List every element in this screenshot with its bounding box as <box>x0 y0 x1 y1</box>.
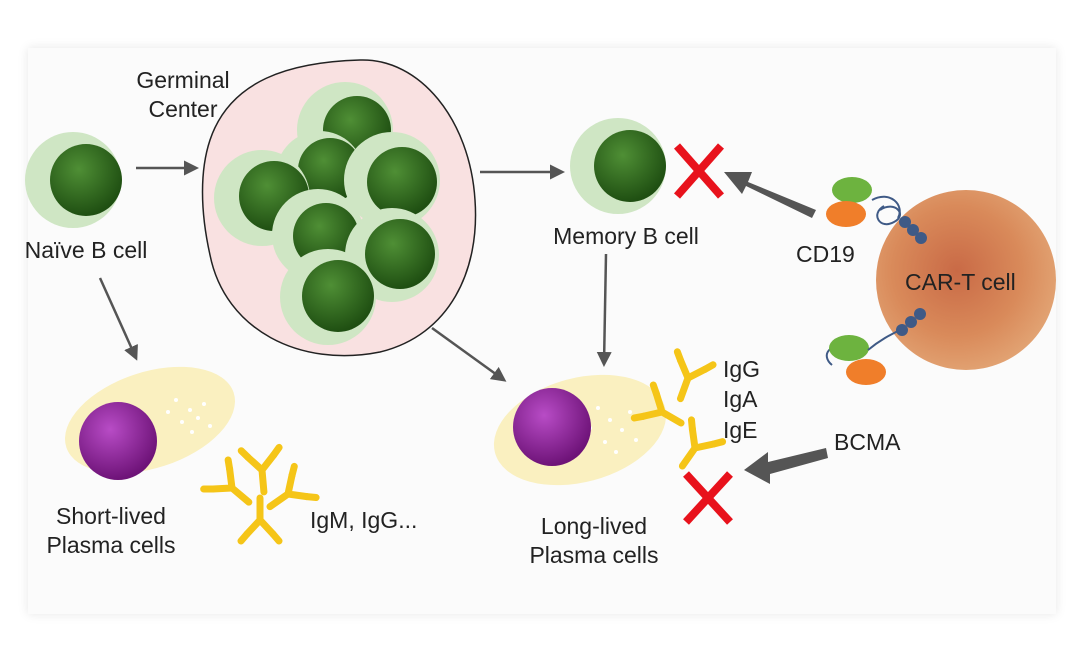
car-t-cell-label: CAR-T cell <box>905 269 1016 295</box>
bcma-label: BCMA <box>834 429 901 455</box>
short-lived-plasma-cell <box>65 366 235 480</box>
igg-label: IgG <box>723 356 761 382</box>
arrow-memory-to-long-lived <box>596 253 612 367</box>
arrow-car-t-to-long-lived <box>744 448 828 484</box>
memory-b-cell-label: Memory B cell <box>553 223 699 249</box>
ige-label: IgE <box>723 417 758 443</box>
car-receptor-lower <box>825 308 926 385</box>
arrow-naive-to-short-lived <box>98 277 138 361</box>
antibody-cluster-short <box>204 447 316 541</box>
short-lived-plasma-cells-label: Short-lived Plasma cells <box>46 503 176 558</box>
long-lived-plasma-cell <box>493 374 667 486</box>
cd19-label: CD19 <box>796 241 855 267</box>
naive-b-cell-label: Naïve B cell <box>24 237 148 263</box>
iga-label: IgA <box>723 386 758 412</box>
naive-b-cell <box>25 132 122 228</box>
antibody-cluster-long <box>634 352 722 477</box>
car-t-attack-arrows <box>724 172 828 484</box>
long-lived-plasma-cells-label: Long-lived Plasma cells <box>529 513 659 568</box>
germinal-center-label: Germinal Center <box>136 67 230 122</box>
differentiation-arrows <box>98 160 612 382</box>
memory-b-cell <box>570 118 666 214</box>
germinal-center <box>201 59 477 357</box>
arrow-car-t-to-memory <box>724 172 816 218</box>
arrow-germinal-to-long-lived <box>431 326 507 382</box>
igm-igg-label: IgM, IgG... <box>310 507 418 533</box>
diagram-frame <box>28 48 1056 614</box>
block-x-long-lived <box>683 471 733 525</box>
car-receptor-upper <box>826 177 927 244</box>
block-x-memory <box>673 143 725 199</box>
